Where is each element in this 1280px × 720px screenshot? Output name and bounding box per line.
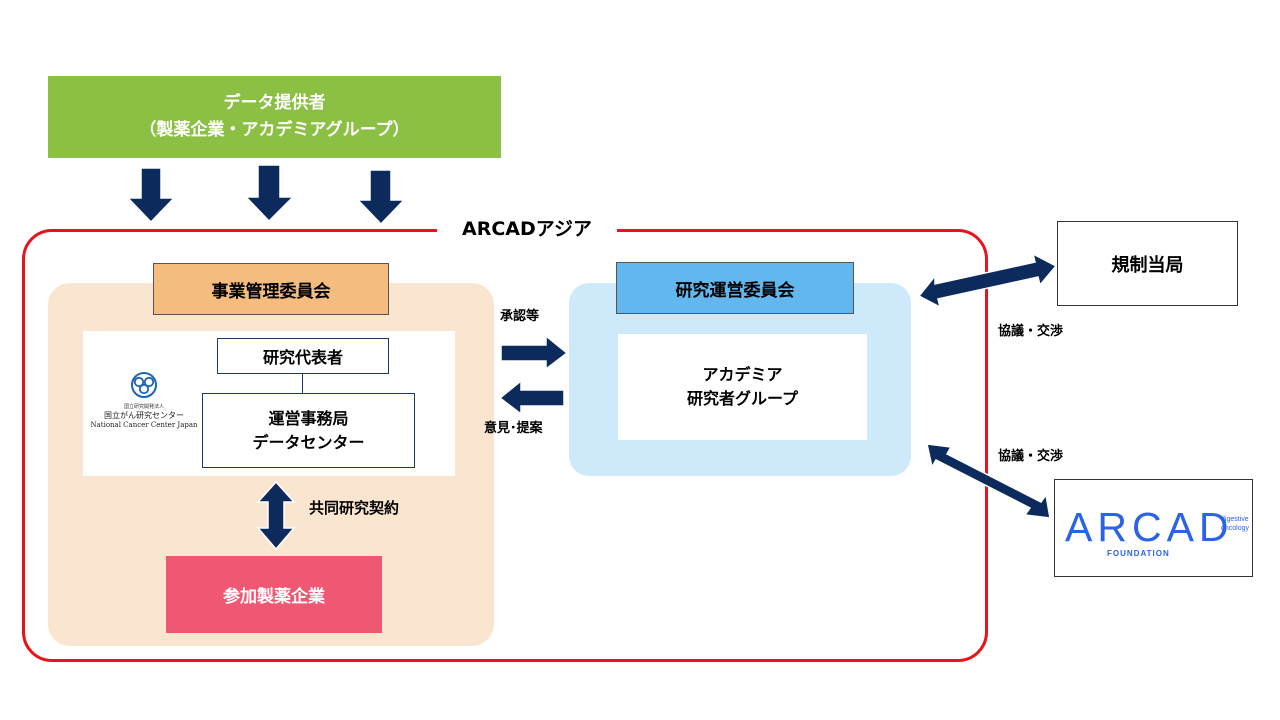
negotiation-label-regulator: 協議・交渉 bbox=[998, 324, 1064, 339]
data-provider-box: データ提供者 （製薬企業・アカデミアグループ） bbox=[48, 76, 501, 158]
secretariat-label: 運営事務局 bbox=[268, 408, 349, 428]
double-arrow-regulator bbox=[917, 252, 1058, 309]
ncc-logo-line1: 国立研究開発法人 bbox=[123, 404, 164, 410]
arcad-foundation-logo-box: ARCAD FOUNDATION digestive oncology bbox=[1054, 479, 1253, 577]
participating-pharma-label: 参加製薬企業 bbox=[223, 587, 325, 607]
foundation-wordmark: FOUNDATION bbox=[1107, 549, 1170, 558]
left-arrow-opinion bbox=[498, 379, 565, 416]
double-arrow-foundation bbox=[926, 443, 1051, 519]
researcher-group-label: 研究者グループ bbox=[686, 389, 799, 408]
down-arrow-1 bbox=[126, 167, 176, 224]
secretariat-box: 運営事務局 データセンター bbox=[202, 393, 415, 468]
regulator-label: 規制当局 bbox=[1111, 254, 1184, 276]
ncc-logo: 国立研究開発法人 国立がん研究センター National Cancer Cent… bbox=[88, 370, 200, 440]
participating-pharma-box: 参加製薬企業 bbox=[166, 556, 382, 633]
joint-research-contract-label: 共同研究契約 bbox=[309, 499, 400, 517]
vertical-double-arrow bbox=[256, 480, 296, 551]
right-arrow-approval bbox=[500, 334, 569, 371]
approval-label: 承認等 bbox=[500, 309, 540, 324]
negotiation-label-foundation: 協議・交渉 bbox=[998, 449, 1064, 464]
ncc-logo-line3: National Cancer Center Japan bbox=[90, 421, 198, 429]
opinion-label: 意見･提案 bbox=[484, 421, 543, 436]
oncology-label: oncology bbox=[1221, 525, 1250, 532]
down-arrow-2 bbox=[244, 164, 295, 223]
arcad-asia-title: ARCADアジア bbox=[437, 212, 617, 242]
ncc-logo-line2: 国立がん研究センター bbox=[104, 411, 184, 420]
ncc-emblem-icon bbox=[131, 372, 157, 398]
data-center-label: データセンター bbox=[252, 432, 365, 452]
down-arrow-3 bbox=[356, 169, 406, 226]
principal-investigator-label: 研究代表者 bbox=[262, 348, 343, 367]
academia-label: アカデミア bbox=[702, 365, 783, 384]
data-provider-subtitle: （製薬企業・アカデミアグループ） bbox=[139, 120, 410, 140]
principal-investigator-box: 研究代表者 bbox=[217, 338, 389, 374]
arcad-wordmark: ARCAD bbox=[1065, 504, 1234, 550]
digestive-label: digestive bbox=[1221, 516, 1249, 523]
research-committee-title: 研究運営委員会 bbox=[616, 262, 854, 314]
connector-line bbox=[302, 374, 303, 393]
regulator-box: 規制当局 bbox=[1057, 221, 1238, 306]
academia-box: アカデミア 研究者グループ bbox=[618, 334, 867, 440]
data-provider-title: データ提供者 bbox=[223, 93, 326, 113]
management-committee-title: 事業管理委員会 bbox=[153, 263, 389, 315]
